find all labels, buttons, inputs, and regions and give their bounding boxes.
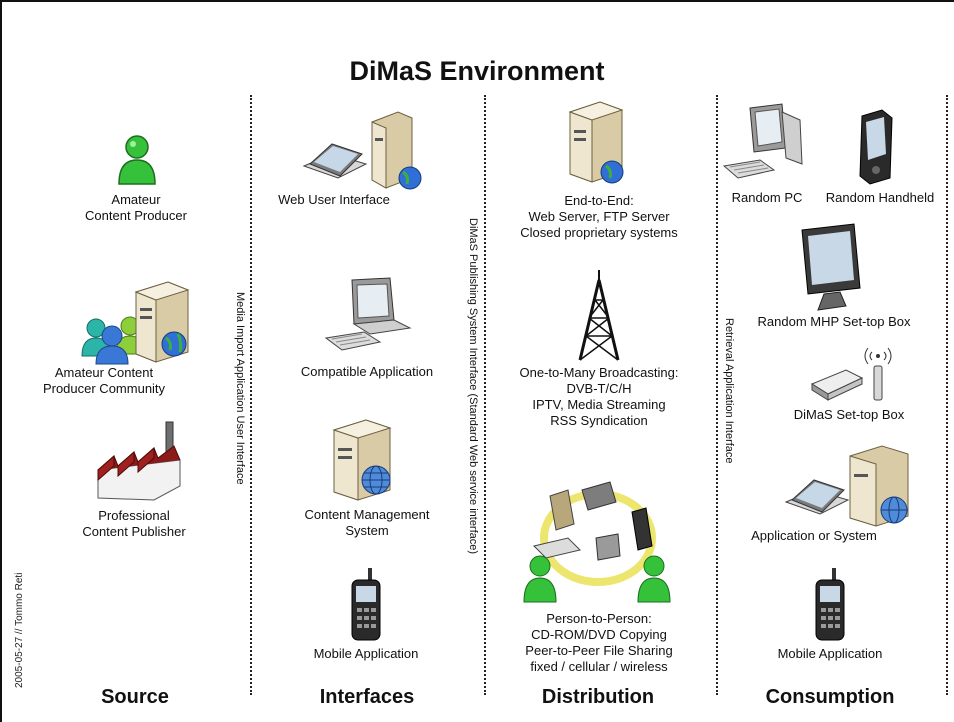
p2p-label: Person-to-Person: CD-ROM/DVD Copying Pee… — [525, 611, 673, 674]
factory-icon — [97, 421, 181, 501]
separator-publishing — [484, 95, 486, 695]
community-server-icon — [134, 281, 190, 363]
professional-publisher-label: Professional Content Publisher — [82, 508, 186, 539]
handheld-icon — [859, 109, 893, 185]
cms-server-icon — [332, 419, 392, 501]
column-heading-source: Source — [101, 686, 169, 708]
column-heading-distribution: Distribution — [541, 686, 655, 708]
separator-media-import — [250, 95, 252, 695]
e2e-server-icon — [568, 101, 624, 184]
dimas-set-top-box-icon — [810, 347, 892, 401]
web-user-interface-label: Web User Interface — [278, 192, 390, 207]
broadcast-label: One-to-Many Broadcasting: DVB-T/C/H IPTV… — [519, 365, 679, 428]
consumption-mobile-phone-icon — [815, 568, 845, 641]
random-handheld-label: Random Handheld — [825, 190, 935, 205]
e2e-label: End-to-End: Web Server, FTP Server Close… — [520, 193, 678, 240]
application-system-laptop-server-icon — [784, 445, 909, 527]
broadcast-tower-icon — [578, 270, 620, 361]
consumption-mobile-application-label: Mobile Application — [777, 646, 883, 661]
random-pc-label: Random PC — [731, 190, 803, 205]
diagram-title: DiMaS Environment — [349, 56, 605, 86]
random-pc-icon — [722, 103, 803, 179]
amateur-producer-person-icon — [118, 135, 156, 185]
column-heading-interfaces: Interfaces — [319, 686, 415, 708]
cms-label: Content Management System — [304, 507, 430, 538]
mobile-phone-icon — [351, 568, 381, 641]
compatible-application-label: Compatible Application — [300, 364, 434, 379]
amateur-producer-label: Amateur Content Producer — [85, 192, 187, 223]
community-label: Amateur Content Producer Community — [42, 365, 166, 396]
web-ui-laptop-server-icon — [302, 111, 422, 190]
random-mhp-label: Random MHP Set-top Box — [757, 314, 911, 329]
separator-right — [946, 95, 948, 695]
separator-label-publishing: DiMaS Publishing System Interface (Stand… — [467, 218, 479, 555]
application-or-system-label: Application or System — [751, 528, 877, 543]
mhp-set-top-box-tv-icon — [801, 223, 861, 311]
separator-label-retrieval: Retrieval Application Interface — [723, 318, 735, 464]
credit-text: 2005-05-27 // Tommo Reti — [14, 572, 25, 688]
separator-retrieval — [716, 95, 718, 695]
compatible-app-pc-icon — [324, 277, 412, 351]
dimas-set-top-box-label: DiMaS Set-top Box — [793, 407, 905, 422]
column-heading-consumption: Consumption — [765, 686, 895, 708]
p2p-network-icon — [523, 481, 671, 603]
interfaces-mobile-application-label: Mobile Application — [313, 646, 419, 661]
separator-label-media-import: Media Import Application User Interface — [234, 292, 246, 485]
